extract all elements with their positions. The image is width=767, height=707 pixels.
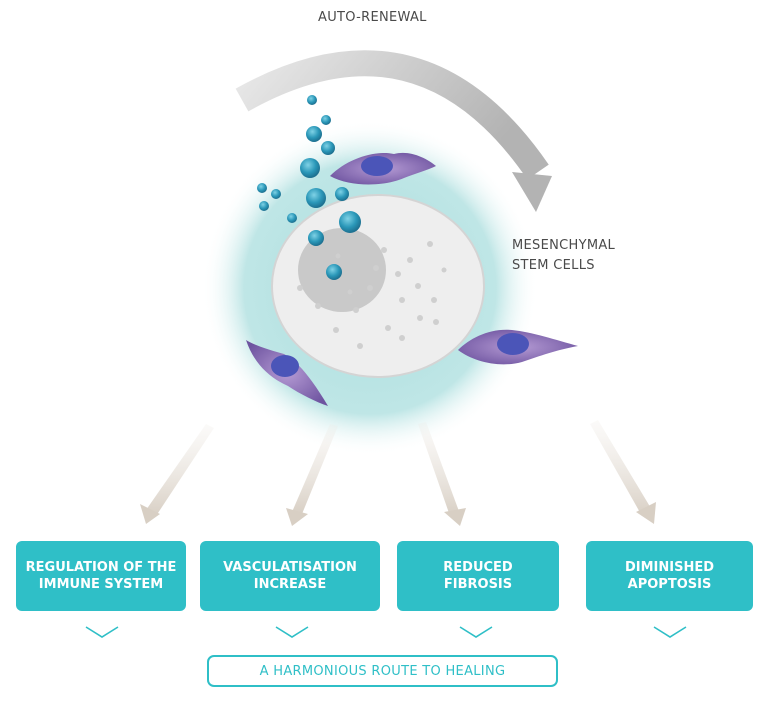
- outcome-line2: APOPTOSIS: [627, 577, 712, 592]
- auto-renewal-arrow: [235, 50, 549, 180]
- stromal-cell-top: [330, 152, 436, 185]
- stem-cells-label-line2: STEM CELLS: [512, 258, 595, 273]
- outcome-box-reduced-fibrosis: REDUCED FIBROSIS: [397, 541, 559, 611]
- auto-renewal-arrowhead: [512, 172, 552, 212]
- auto-renewal-label: AUTO-RENEWAL: [318, 10, 427, 25]
- healing-route-banner: A HARMONIOUS ROUTE TO HEALING: [207, 655, 558, 687]
- secretion-bubbles: [257, 95, 361, 280]
- cytoplasm-granules: [297, 241, 447, 349]
- outcome-line1: REDUCED: [443, 560, 513, 575]
- stromal-cell-right: [458, 329, 578, 365]
- outcome-box-vasculatisation: VASCULATISATION INCREASE: [200, 541, 380, 611]
- downward-arrows: [140, 420, 656, 526]
- chevron-down-icon: [459, 626, 493, 638]
- stem-cell-nucleus: [298, 228, 386, 312]
- outcome-line1: VASCULATISATION: [223, 560, 357, 575]
- outcome-box-immune-regulation: REGULATION OF THE IMMUNE SYSTEM: [16, 541, 186, 611]
- stromal-cell-left: [246, 340, 328, 406]
- chevron-down-icon: [653, 626, 687, 638]
- chevron-down-icon: [85, 626, 119, 638]
- chevron-down-icon: [275, 626, 309, 638]
- outcome-line2: INCREASE: [253, 577, 327, 592]
- outcome-line2: FIBROSIS: [443, 577, 513, 592]
- mesenchymal-stem-cells-label: MESENCHYMAL STEM CELLS: [512, 236, 652, 276]
- outcome-line2: IMMUNE SYSTEM: [38, 577, 164, 592]
- stem-cells-label-line1: MESENCHYMAL: [512, 238, 616, 253]
- outcome-box-diminished-apoptosis: DIMINISHED APOPTOSIS: [586, 541, 753, 611]
- outcome-line1: DIMINISHED: [624, 560, 715, 575]
- outcome-line1: REGULATION OF THE: [25, 560, 177, 575]
